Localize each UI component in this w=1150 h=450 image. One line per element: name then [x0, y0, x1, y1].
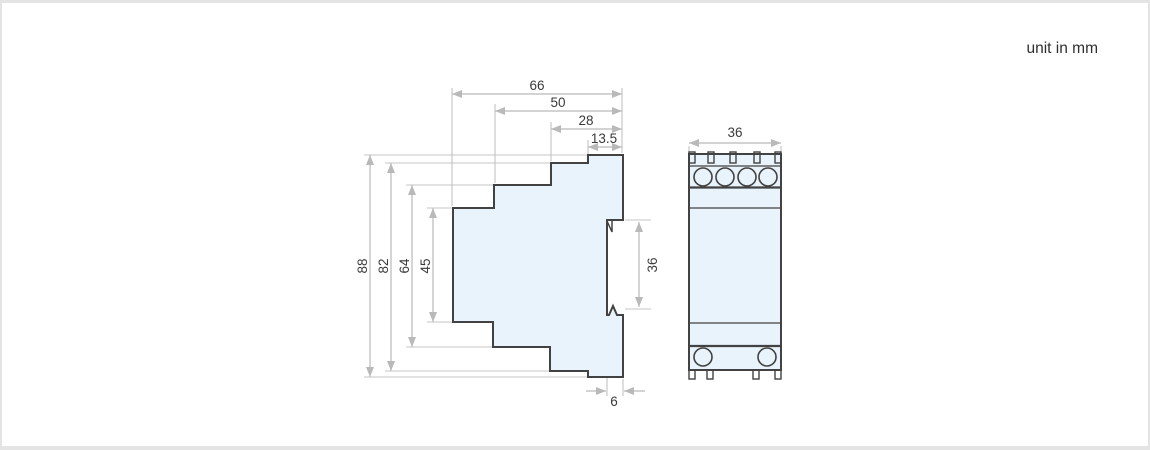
dim-label-din-slot-height: 36 — [645, 257, 660, 272]
dim-label-outer-height: 82 — [376, 258, 391, 273]
din-slot-hook-detail — [606, 220, 613, 233]
unit-note: unit in mm — [1027, 40, 1099, 57]
front-view: 36 — [688, 125, 782, 380]
front-view-bottom-terminal-screws — [693, 347, 777, 367]
side-view-dimension-lines — [366, 90, 645, 395]
dim-label-upper-width: 28 — [578, 113, 593, 128]
front-view-bottom-feet — [688, 369, 782, 380]
side-view: 66 50 28 13.5 88 82 64 45 36 6 — [355, 78, 660, 409]
front-view-panel-lines — [689, 165, 781, 348]
dim-label-inner-height: 45 — [418, 258, 433, 273]
dim-label-overall-height: 88 — [355, 258, 370, 273]
side-view-outline — [452, 154, 624, 378]
dim-label-mid-width: 50 — [550, 95, 565, 110]
front-view-dimension-lines — [688, 139, 782, 152]
front-view-top-terminal-screws — [693, 167, 778, 187]
front-view-top-slots — [688, 151, 782, 164]
side-view-extension-lines — [364, 88, 651, 396]
dim-label-top-width: 13.5 — [591, 131, 617, 146]
side-view-dimension-labels: 66 50 28 13.5 88 82 64 45 36 6 — [355, 78, 660, 409]
dim-label-mid-height: 64 — [397, 258, 412, 274]
dim-label-front-width: 36 — [727, 125, 742, 140]
dim-label-overall-width: 66 — [529, 78, 544, 93]
dim-label-din-slot-depth: 6 — [610, 394, 618, 409]
front-view-body — [688, 153, 782, 371]
